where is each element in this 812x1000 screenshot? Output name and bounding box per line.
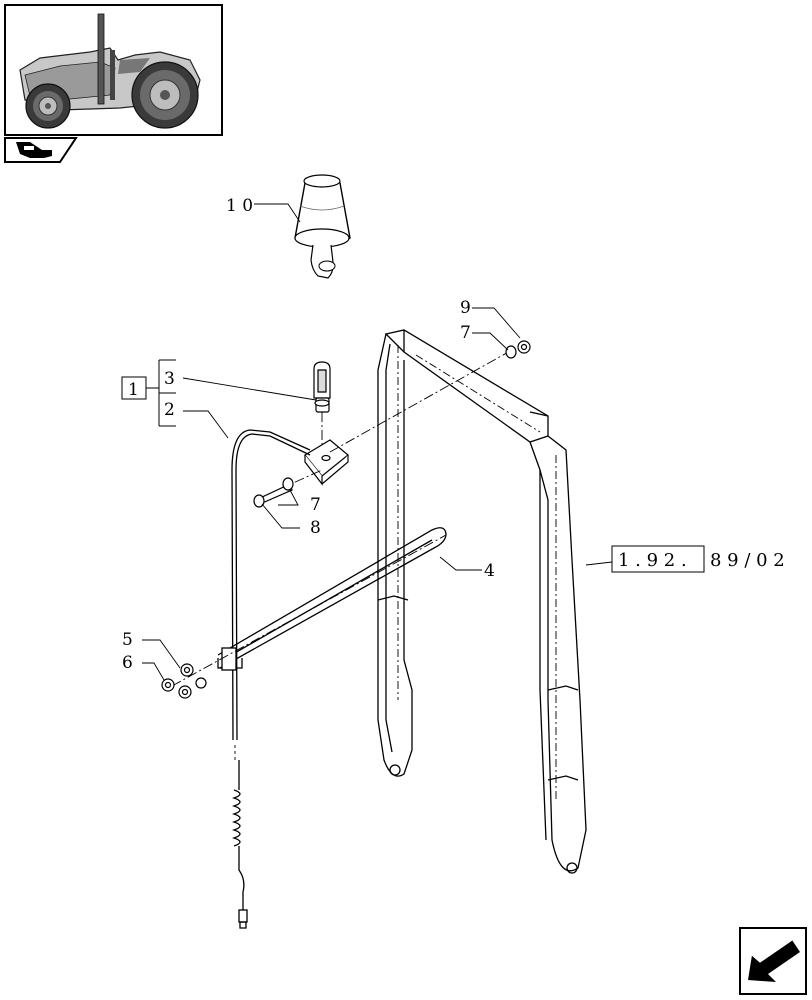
callout-2: 2 <box>164 400 175 420</box>
callout-4: 4 <box>484 561 495 581</box>
rops-frame-hidden <box>397 345 557 800</box>
nuts-5-6 <box>161 663 207 699</box>
reference-boxed: 1 . 9 2 . <box>618 550 687 571</box>
washer-7-top <box>505 345 517 359</box>
kit-box <box>121 376 147 400</box>
callout-6: 6 <box>122 653 133 673</box>
book-arrow-icon[interactable] <box>4 137 78 163</box>
kit-bracket <box>146 359 176 427</box>
u-bolt <box>217 527 447 671</box>
callout-3: 3 <box>164 369 175 389</box>
kit-box-label: 1 <box>128 380 139 400</box>
lamp-bracket <box>304 361 349 486</box>
callout-5: 5 <box>122 630 133 650</box>
cable <box>231 429 311 929</box>
callout-7-mid: 7 <box>310 495 321 515</box>
callout-9: 9 <box>460 298 471 318</box>
beacon-lamp <box>294 174 351 279</box>
reference-link[interactable]: 1 . 9 2 . 8 9 / 0 2 <box>611 545 785 573</box>
axis-lines <box>171 349 513 687</box>
rops-frame <box>377 329 587 874</box>
callout-10: 1 0 <box>226 196 253 216</box>
washer-9 <box>517 340 531 354</box>
leader-lines <box>142 203 613 681</box>
washer-7-mid <box>282 477 294 491</box>
bolt-8 <box>253 483 293 508</box>
reference-rest: 8 9 / 0 2 <box>710 550 785 571</box>
callout-7-top: 7 <box>460 323 471 343</box>
tractor-thumbnail[interactable] <box>4 4 223 136</box>
arrow-down-left-icon[interactable] <box>739 927 807 995</box>
callout-8: 8 <box>310 518 321 538</box>
